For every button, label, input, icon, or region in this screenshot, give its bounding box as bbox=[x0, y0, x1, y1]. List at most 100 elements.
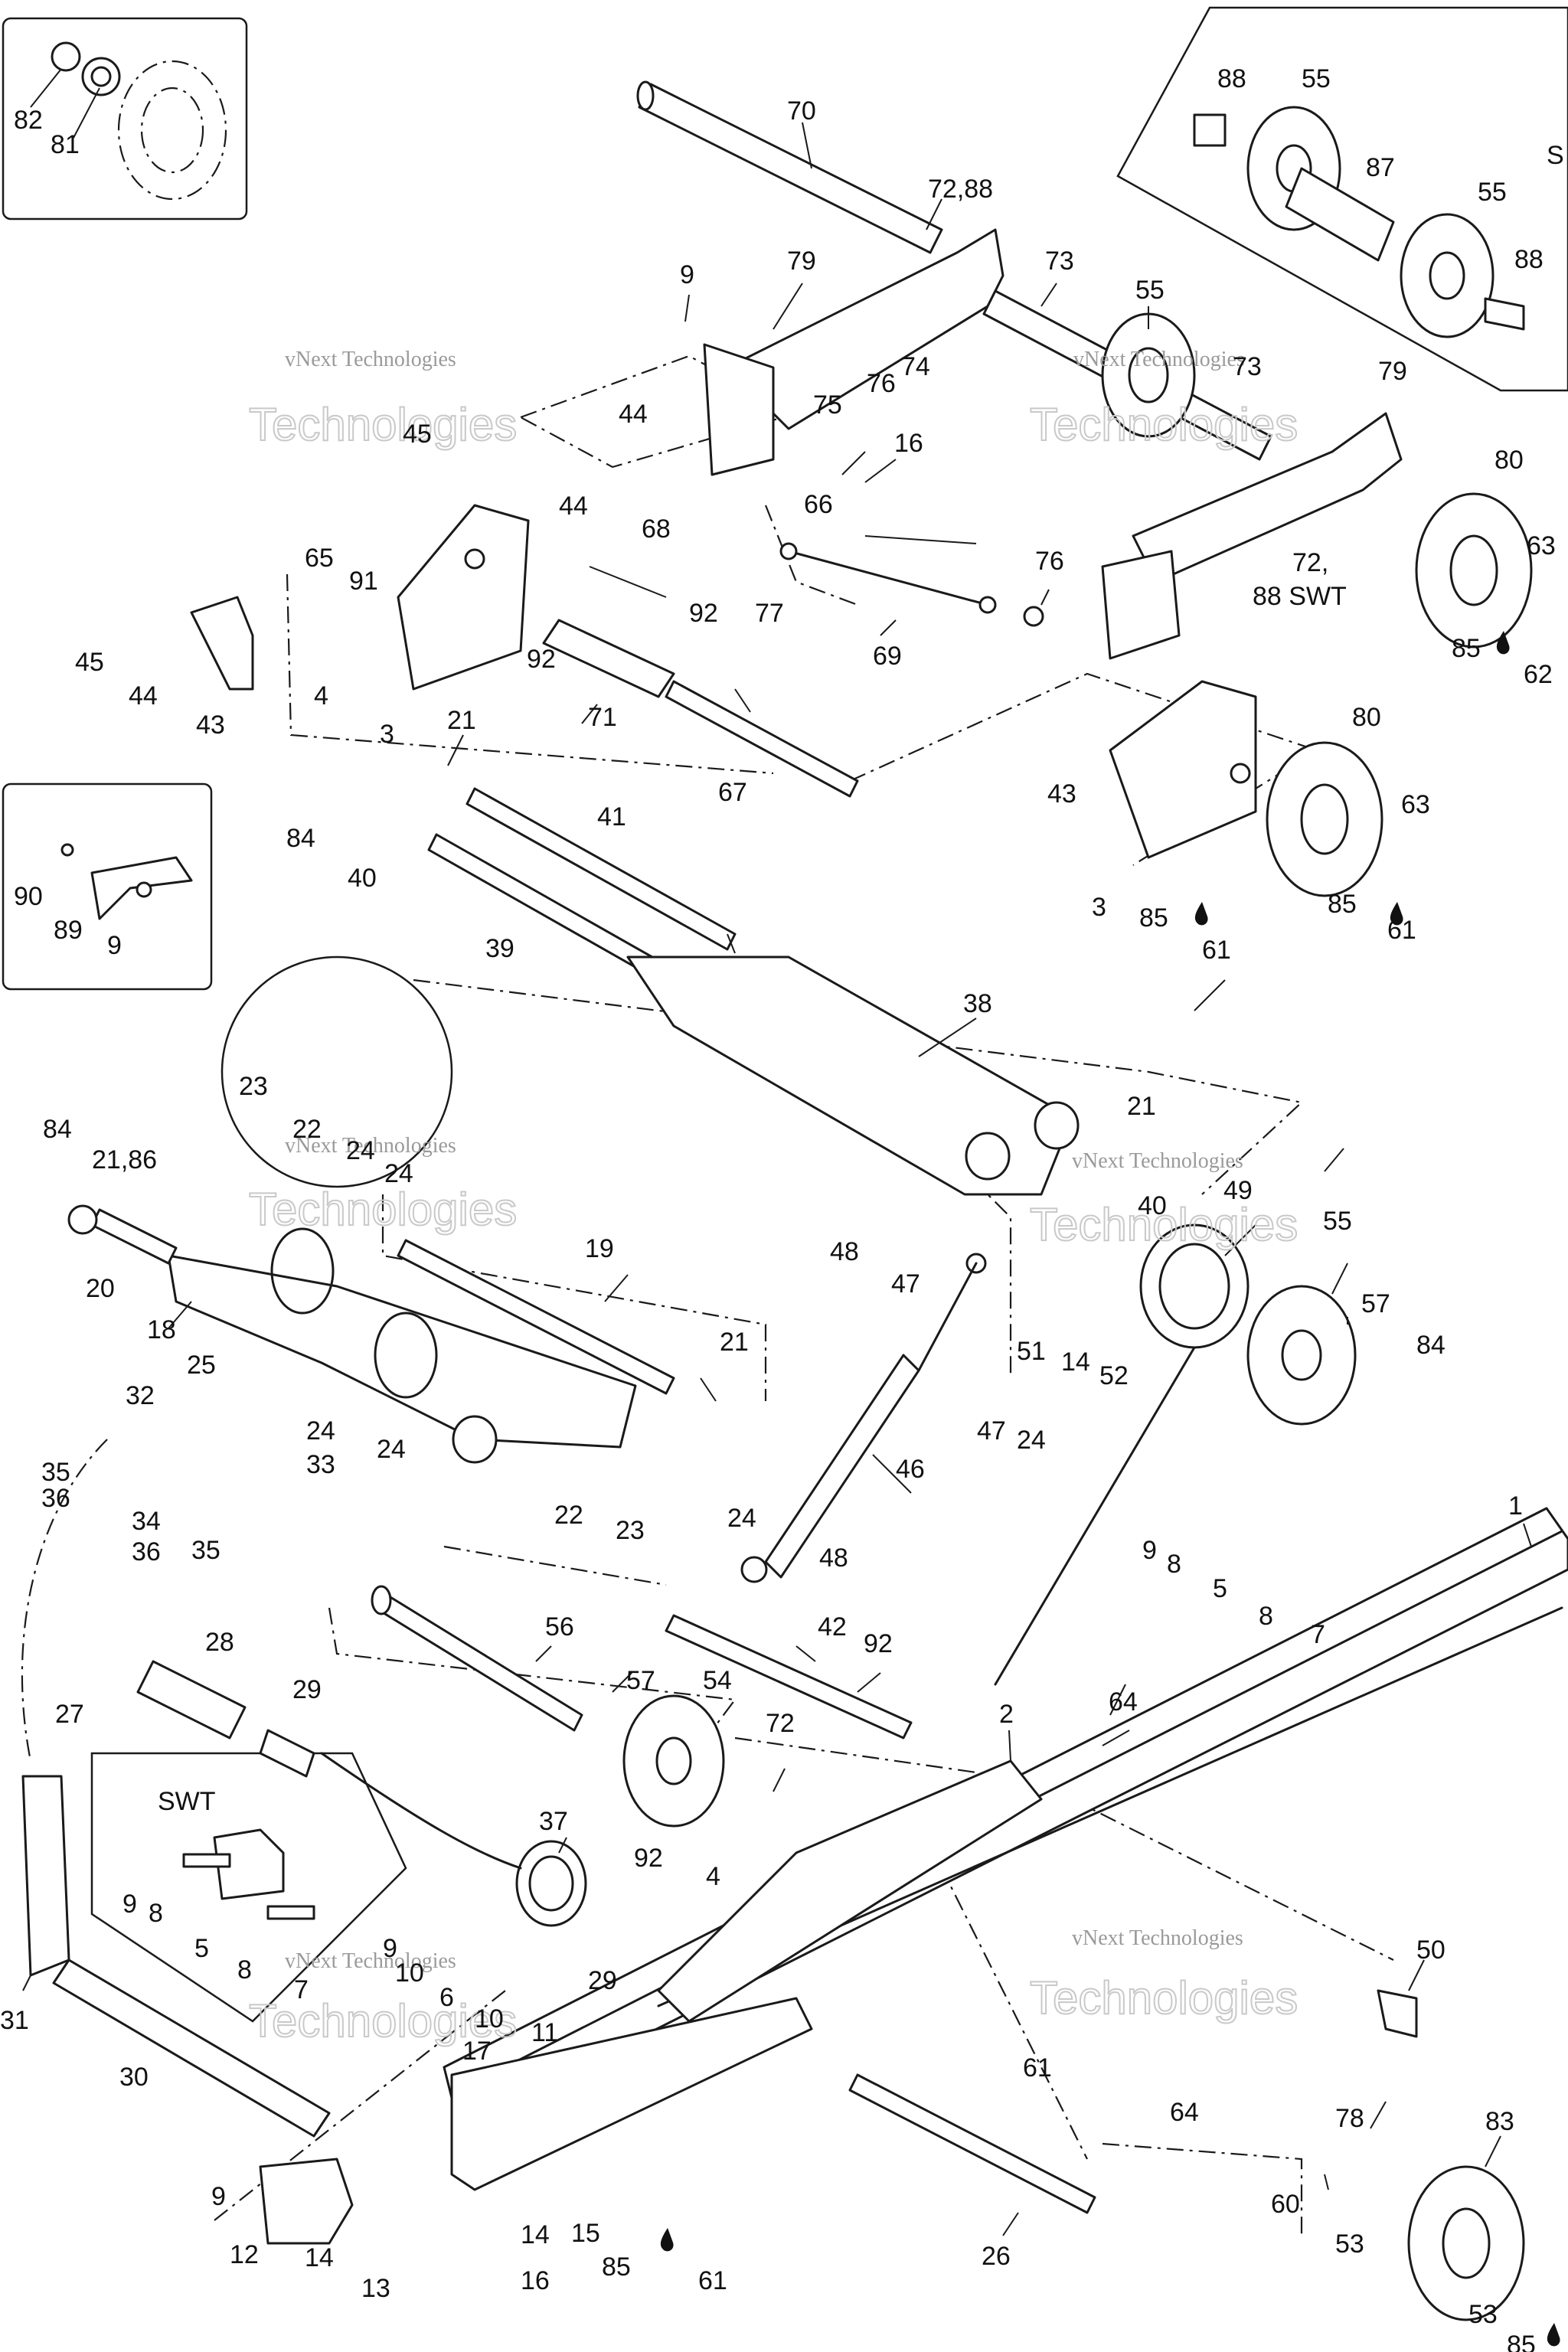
wheel-80-top bbox=[1415, 492, 1533, 648]
callout: 72 bbox=[766, 1709, 795, 1738]
callout: 1 bbox=[1508, 1491, 1523, 1521]
callout: 61 bbox=[1023, 2053, 1052, 2082]
shaft-41 bbox=[466, 787, 737, 951]
callout: 3 bbox=[1092, 893, 1106, 922]
callout: 2 bbox=[999, 1700, 1014, 1729]
callout: 60 bbox=[1271, 2190, 1300, 2219]
callout: 91 bbox=[349, 567, 378, 596]
shock-46 bbox=[740, 1253, 987, 1583]
callout: 21 bbox=[1127, 1092, 1156, 1121]
callout: 40 bbox=[348, 864, 377, 893]
callout: 26 bbox=[982, 2242, 1011, 2271]
callout: 47 bbox=[891, 1269, 920, 1298]
callout: 57 bbox=[1361, 1289, 1390, 1318]
slide-15 bbox=[450, 1997, 813, 2191]
wheel-55-mid bbox=[1246, 1285, 1357, 1426]
callout: 6 bbox=[439, 1983, 454, 2012]
callout: 16 bbox=[521, 2266, 550, 2295]
callout: 83 bbox=[1485, 2107, 1514, 2136]
leader-lines bbox=[22, 68, 1532, 2236]
callout: 7 bbox=[294, 1975, 309, 2004]
callout: 9 bbox=[122, 1890, 137, 1919]
spring-37 bbox=[320, 1752, 587, 1927]
wheel-55-swt-a bbox=[1193, 106, 1395, 262]
callout: 16 bbox=[894, 429, 923, 458]
callout: 23 bbox=[239, 1072, 268, 1101]
callout: 80 bbox=[1494, 446, 1524, 475]
callout: 54 bbox=[703, 1666, 732, 1695]
callout: 75 bbox=[813, 390, 842, 420]
callout: 7 bbox=[1311, 1620, 1325, 1649]
callout: 77 bbox=[755, 599, 784, 628]
callout: 14 bbox=[305, 2243, 334, 2272]
callout: 41 bbox=[597, 802, 626, 831]
callout: 72, bbox=[1292, 548, 1328, 577]
watermark-line2: Technologies bbox=[249, 399, 517, 450]
callout: 36 bbox=[132, 1537, 161, 1566]
upper-arm-79 bbox=[703, 228, 1004, 476]
callout: 35 bbox=[41, 1458, 70, 1487]
callout: 32 bbox=[126, 1381, 155, 1410]
callout: 27 bbox=[55, 1700, 84, 1729]
shaft-19 bbox=[397, 1239, 675, 1395]
watermark-line1: vNext Technologies bbox=[285, 1134, 456, 1158]
callout: 70 bbox=[787, 96, 816, 126]
callout: 30 bbox=[119, 2063, 149, 2092]
bracket-43-right bbox=[1109, 680, 1257, 859]
bracket-43-left bbox=[190, 596, 254, 691]
callout: 36 bbox=[41, 1484, 70, 1513]
torsion-spring-49 bbox=[994, 1223, 1250, 1686]
callout: 20 bbox=[86, 1274, 115, 1303]
callout: 63 bbox=[1527, 531, 1556, 560]
callout: 12 bbox=[230, 2240, 259, 2269]
callout: 73 bbox=[1233, 352, 1262, 381]
shaft-30 bbox=[52, 1958, 331, 2138]
callout: 53 bbox=[1468, 2300, 1498, 2329]
wheel-80-mid bbox=[1266, 741, 1383, 897]
bracket-2 bbox=[657, 1759, 1043, 2023]
callout: 39 bbox=[485, 934, 514, 963]
callout: 38 bbox=[963, 989, 992, 1018]
callout: 37 bbox=[539, 1807, 568, 1836]
wheel-83 bbox=[1407, 2165, 1525, 2321]
watermark-line2: Technologies bbox=[1030, 399, 1298, 450]
watermark-line1: vNext Technologies bbox=[285, 348, 456, 371]
callout: 45 bbox=[403, 420, 432, 449]
callout: 55 bbox=[1323, 1207, 1352, 1236]
link-31 bbox=[21, 1775, 70, 1977]
callout: 29 bbox=[292, 1675, 322, 1704]
callout: 43 bbox=[1047, 779, 1076, 808]
callout: 24 bbox=[727, 1504, 756, 1533]
callout: 14 bbox=[521, 2220, 550, 2249]
callout: 10 bbox=[395, 1958, 424, 1988]
detail-circle bbox=[220, 956, 453, 1188]
watermark-line2: Technologies bbox=[249, 1184, 517, 1235]
callout: 5 bbox=[194, 1934, 209, 1963]
callout: 61 bbox=[1387, 916, 1416, 945]
callout: 9 bbox=[383, 1934, 397, 1963]
callout: 11 bbox=[531, 2018, 558, 2047]
inset-swt-top-box bbox=[1116, 6, 1568, 392]
inset-bearing-box bbox=[2, 17, 248, 220]
callout: 24 bbox=[1017, 1426, 1046, 1455]
watermark-line1: vNext Technologies bbox=[1072, 1149, 1243, 1173]
callout: 22 bbox=[554, 1501, 583, 1530]
callout: 9 bbox=[680, 260, 694, 289]
callout: 57 bbox=[626, 1666, 655, 1695]
callout: 24 bbox=[377, 1435, 406, 1464]
callout: 50 bbox=[1416, 1936, 1446, 1965]
callout: 43 bbox=[196, 710, 225, 740]
callout: 34 bbox=[132, 1507, 161, 1536]
callout: 48 bbox=[819, 1544, 848, 1573]
callout: 92 bbox=[689, 599, 718, 628]
callout: 55 bbox=[1302, 64, 1331, 93]
inset-bracket-box bbox=[2, 782, 213, 991]
watermark-line1: vNext Technologies bbox=[1072, 1926, 1243, 1950]
callout: 47 bbox=[977, 1416, 1006, 1446]
callout: 88 bbox=[1217, 64, 1246, 93]
callout: 49 bbox=[1223, 1176, 1253, 1205]
spacers-69 bbox=[779, 542, 1044, 627]
callout: 8 bbox=[237, 1955, 252, 1984]
callout: 9 bbox=[107, 931, 122, 960]
